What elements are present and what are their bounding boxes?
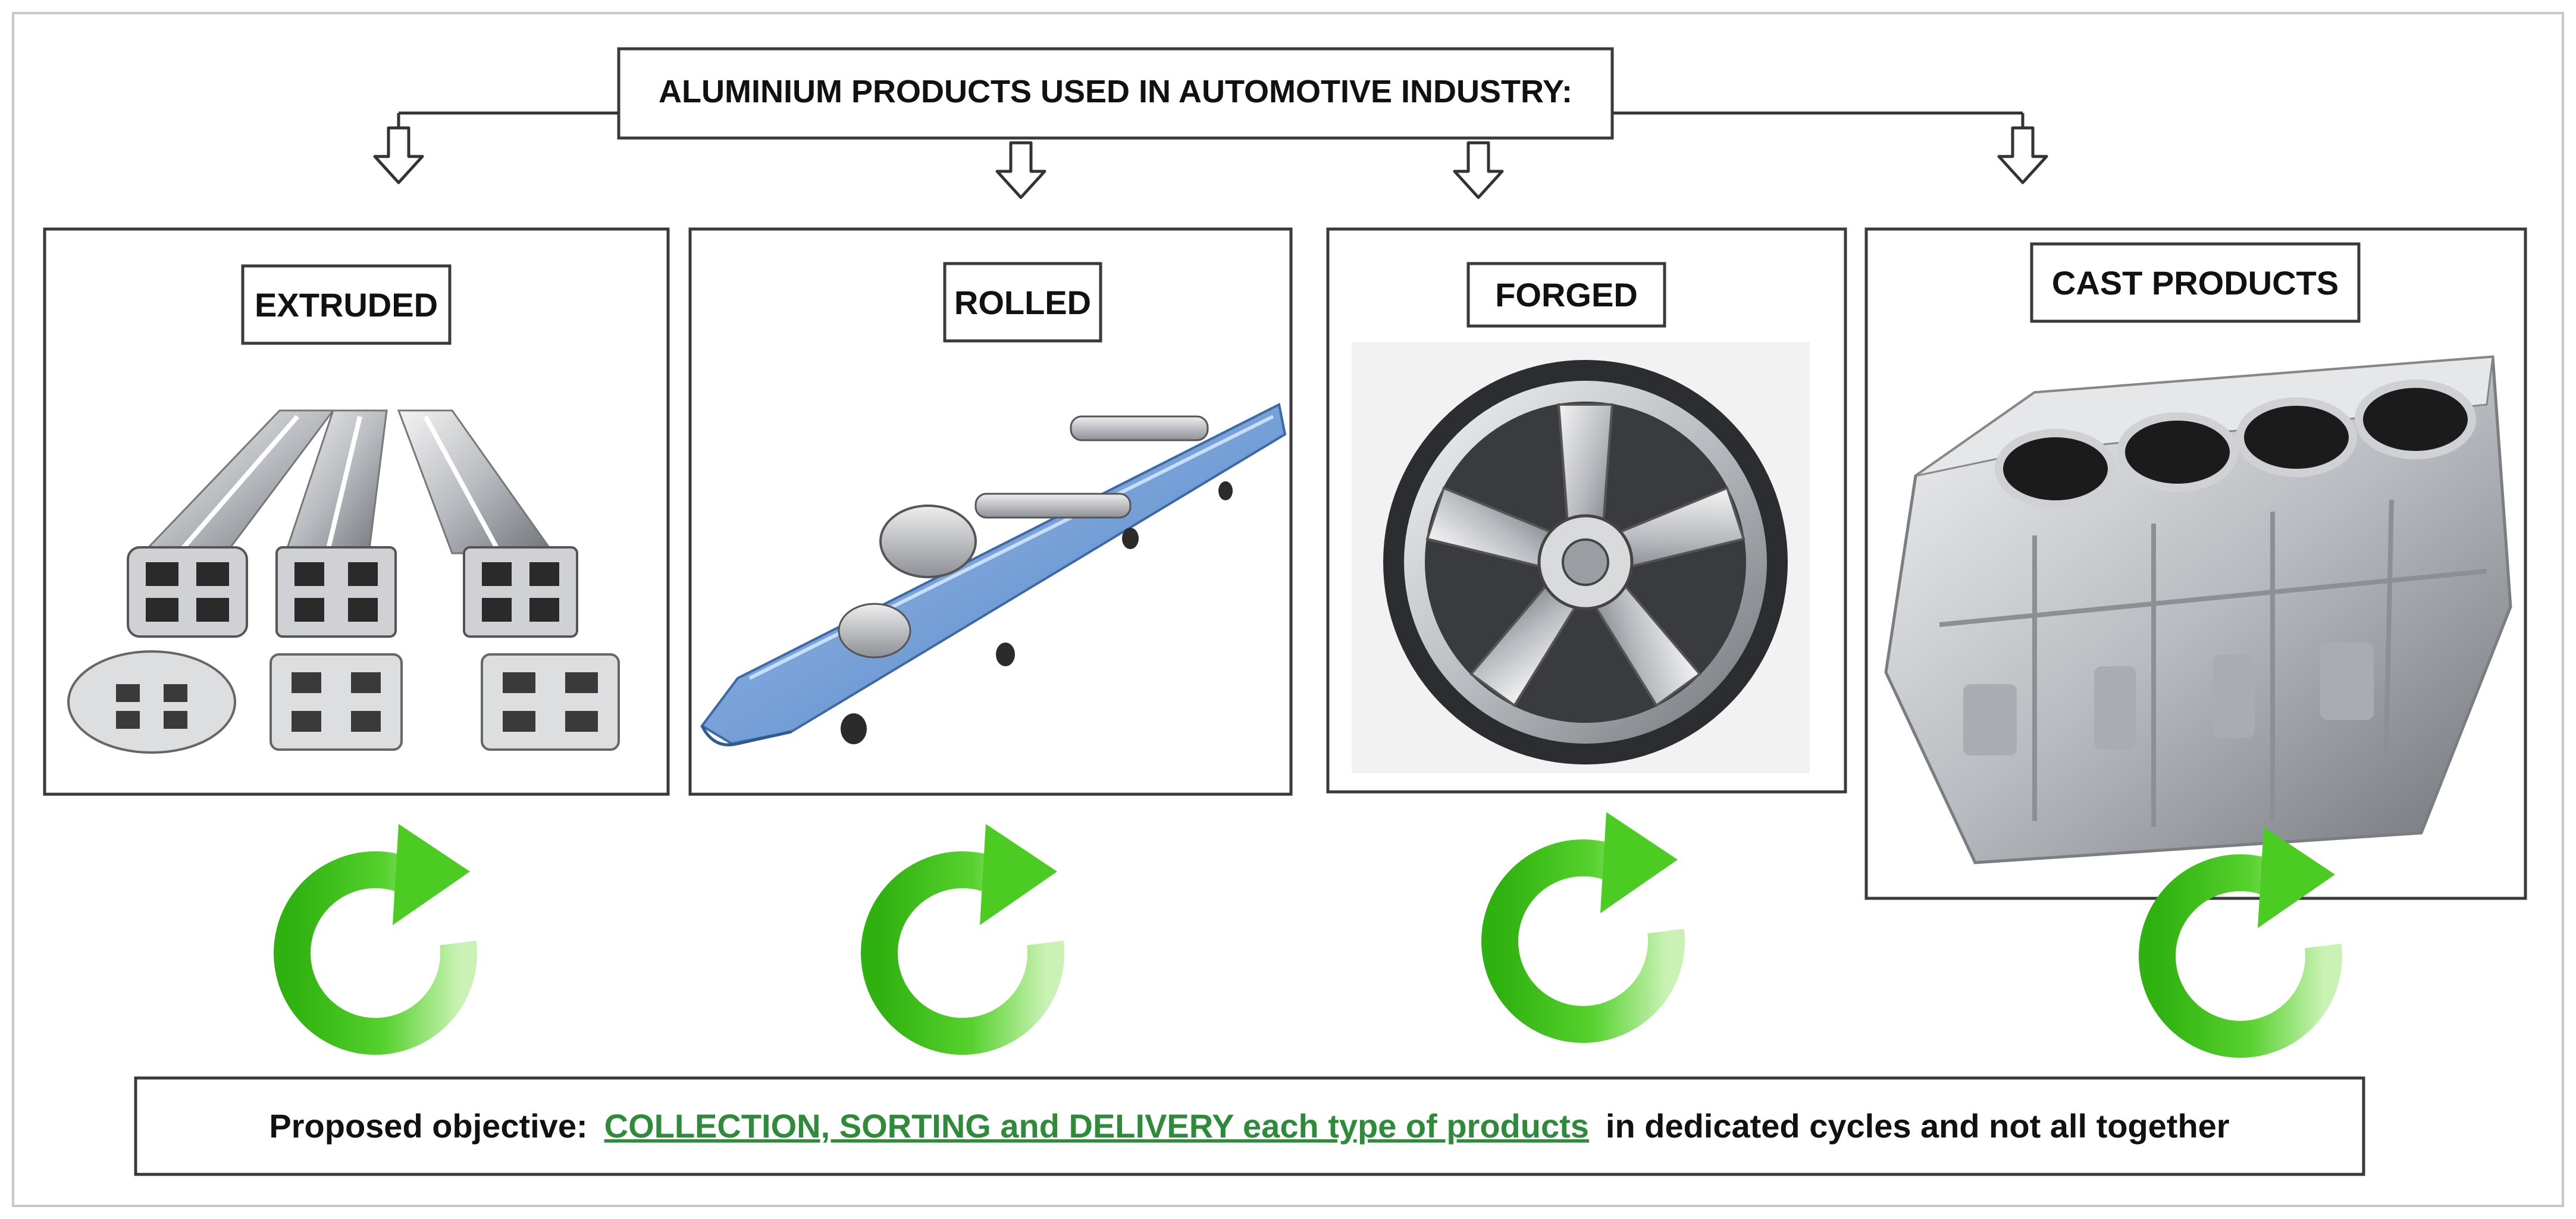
product-label: EXTRUDED xyxy=(255,286,438,324)
panel-forged: FORGED xyxy=(1328,229,1845,792)
product-label: ROLLED xyxy=(954,284,1091,321)
recycle-arrow-icon xyxy=(879,824,1057,1036)
objective-text: Proposed objective: COLLECTION, SORTING a… xyxy=(269,1107,2229,1145)
down-arrow-icon xyxy=(375,128,422,183)
down-arrow-icon xyxy=(1455,143,1502,198)
recycle-arrow-icon xyxy=(1500,812,1678,1024)
down-arrow-icon xyxy=(997,143,1045,198)
down-arrow-icon xyxy=(1999,128,2047,183)
panel-extruded: EXTRUDED xyxy=(45,229,668,794)
diagram-title: ALUMINIUM PRODUCTS USED IN AUTOMOTIVE IN… xyxy=(659,74,1572,109)
product-label: FORGED xyxy=(1495,276,1638,314)
title-box: ALUMINIUM PRODUCTS USED IN AUTOMOTIVE IN… xyxy=(619,49,1612,138)
forged-wheel-image xyxy=(1352,342,1810,773)
objective-prefix: Proposed objective: xyxy=(269,1107,587,1145)
objective-highlight: COLLECTION, SORTING and DELIVERY each ty… xyxy=(604,1107,1589,1145)
product-label: CAST PRODUCTS xyxy=(2052,264,2339,302)
cast-engine-block-image xyxy=(1886,357,2511,863)
objective-box: Proposed objective: COLLECTION, SORTING a… xyxy=(136,1078,2364,1174)
recycle-arrow-icon xyxy=(292,824,470,1036)
panel-cast: CAST PRODUCTS xyxy=(1866,229,2525,898)
panel-rolled: ROLLED xyxy=(690,229,1291,794)
objective-suffix: in dedicated cycles and not all together xyxy=(1606,1107,2230,1145)
